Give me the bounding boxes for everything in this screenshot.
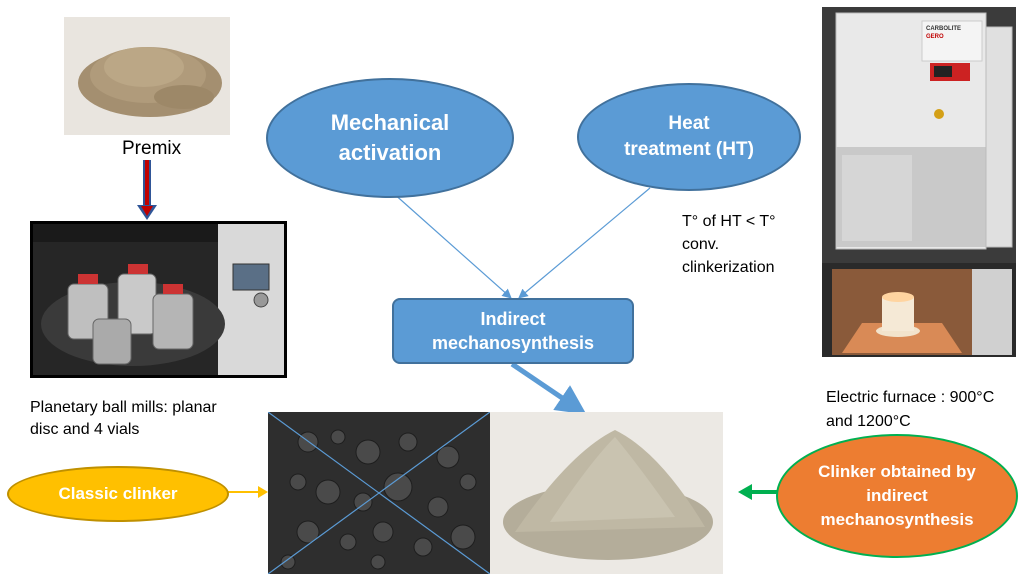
ht-note: T° of HT < T° conv. clinkerization bbox=[682, 210, 776, 279]
clinker-obtained-line3: mechanosynthesis bbox=[820, 510, 974, 529]
ball-mill-photo bbox=[30, 221, 287, 378]
mechanical-activation-line2: activation bbox=[338, 140, 442, 165]
premix-photo bbox=[64, 17, 230, 135]
indirect-mechanosynthesis-node: Indirect mechanosynthesis bbox=[392, 298, 634, 364]
ht-note-line2: conv. bbox=[682, 236, 720, 253]
indirect-mechanosynthesis-line2: mechanosynthesis bbox=[431, 333, 595, 353]
premix-label: Premix bbox=[122, 138, 182, 159]
mechanical-activation-node: Mechanical activation bbox=[266, 78, 514, 198]
furnace-brand-line2: GERO bbox=[926, 34, 944, 40]
heat-treatment-line1: Heat bbox=[668, 113, 710, 134]
furnace-brand-line1: CARBOLITE bbox=[926, 26, 961, 32]
furnace-caption-line1: Electric furnace : 900°C bbox=[826, 389, 995, 406]
clinker-obtained-node: Clinker obtained by indirect mechanosynt… bbox=[776, 434, 1018, 558]
ht-note-line1: T° of HT < T° bbox=[682, 213, 776, 230]
classic-clinker-node: Classic clinker bbox=[7, 466, 229, 522]
ball-mill-caption-line2: disc and 4 vials bbox=[30, 421, 140, 438]
furnace-caption-line2: and 1200°C bbox=[826, 413, 911, 430]
classic-clinker-photo bbox=[268, 412, 490, 574]
indirect-clinker-photo bbox=[490, 412, 723, 574]
ball-mill-caption-line1: Planetary ball mills: planar bbox=[30, 399, 217, 416]
furnace-caption: Electric furnace : 900°C and 1200°C bbox=[826, 386, 994, 434]
furnace-photo: CARBOLITE GERO bbox=[822, 7, 1016, 263]
furnace-brand: CARBOLITE GERO bbox=[926, 25, 961, 41]
clinker-obtained-line1: Clinker obtained by bbox=[818, 462, 976, 481]
mechanical-activation-line1: Mechanical bbox=[330, 110, 450, 135]
indirect-mechanosynthesis-line1: Indirect bbox=[480, 309, 546, 329]
ht-note-line3: clinkerization bbox=[682, 259, 775, 276]
heat-treatment-line2: treatment (HT) bbox=[624, 139, 754, 160]
furnace-interior-photo bbox=[822, 263, 1016, 357]
classic-clinker-label: Classic clinker bbox=[58, 484, 178, 503]
heat-treatment-node: Heat treatment (HT) bbox=[577, 83, 801, 191]
ball-mill-caption: Planetary ball mills: planar disc and 4 … bbox=[30, 397, 217, 441]
clinker-obtained-line2: indirect bbox=[866, 486, 928, 505]
